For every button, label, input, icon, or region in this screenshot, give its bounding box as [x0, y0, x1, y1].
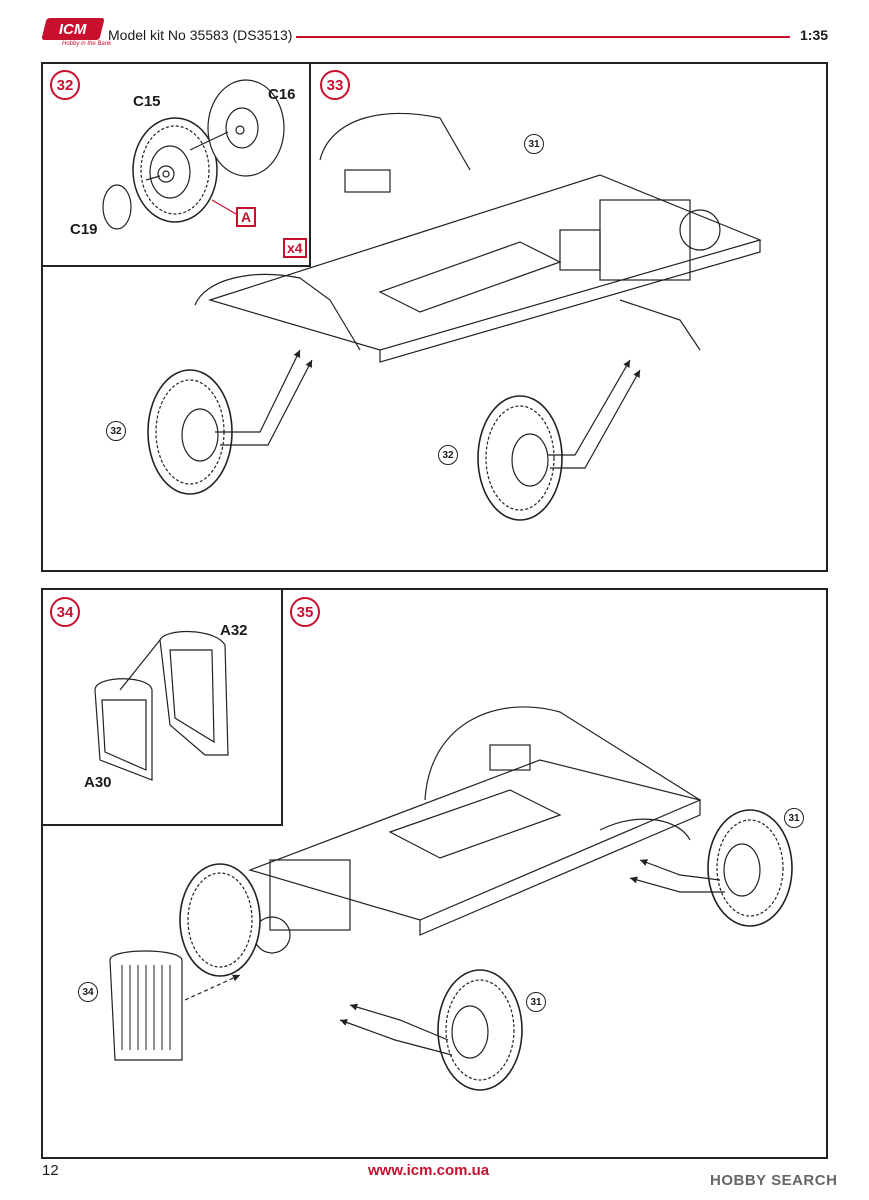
part-label-a30: A30 [84, 774, 112, 791]
watermark: HOBBY SEARCH [710, 1172, 838, 1189]
part-label-c15: C15 [133, 93, 161, 110]
step-ref-31: 31 [524, 134, 544, 154]
part-label-c16: C16 [268, 86, 296, 103]
step-ref-34: 34 [78, 982, 98, 1002]
step-number-33: 33 [320, 70, 350, 100]
page-number: 12 [42, 1162, 59, 1179]
icm-logo: ICM Hobby in the Bank [40, 18, 112, 56]
panel-step-34 [41, 588, 283, 826]
step-ref-32-right: 32 [438, 445, 458, 465]
website-link[interactable]: www.icm.com.ua [368, 1162, 490, 1179]
step-number-35: 35 [290, 597, 320, 627]
step34-radiator-drawing [94, 631, 229, 781]
part-label-c19: C19 [70, 221, 98, 238]
step-number-34: 34 [50, 597, 80, 627]
paint-callout-a: A [236, 207, 256, 227]
step33-chassis-drawing [147, 112, 762, 521]
step-number-32: 32 [50, 70, 80, 100]
step32-wheel-drawing [102, 79, 285, 230]
step-ref-32-left: 32 [106, 421, 126, 441]
step35-chassis-drawing [109, 706, 793, 1091]
header-rule [296, 36, 790, 38]
logo-tagline: Hobby in the Bank [62, 41, 112, 47]
quantity-badge: x4 [283, 238, 307, 258]
kit-title: Model kit No 35583 (DS3513) [108, 27, 293, 43]
step-ref-31-top: 31 [784, 808, 804, 828]
part-label-a32: A32 [220, 622, 248, 639]
step-ref-31-bottom: 31 [526, 992, 546, 1012]
scale-label: 1:35 [800, 27, 829, 43]
